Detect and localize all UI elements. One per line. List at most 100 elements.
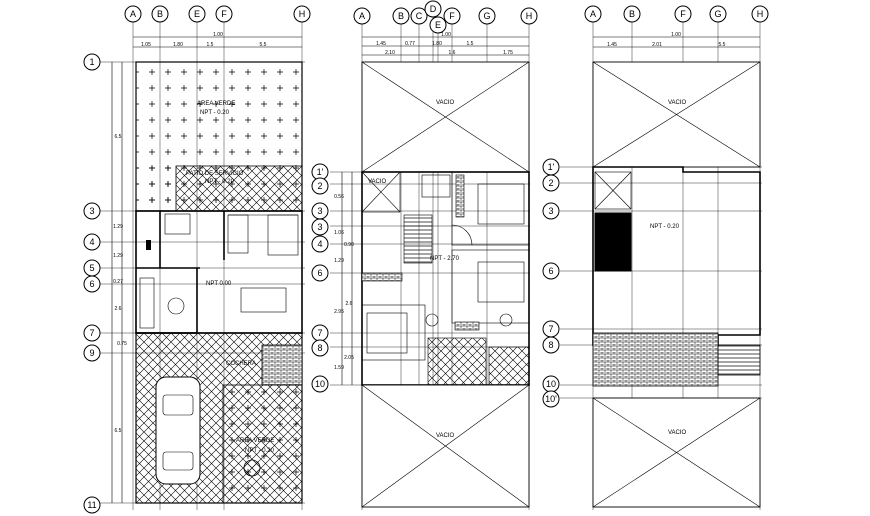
grid-bubble-row: 3 [542, 202, 560, 220]
plan-ground-floor: 1.00 1.05 1.80 1.5 5.5 6.5 1.29 1.29 0.2… [83, 5, 311, 514]
svg-text:7: 7 [89, 328, 94, 338]
grid-bubble-row: 7 [83, 324, 101, 342]
grid-bubble-row: 6 [311, 264, 329, 282]
grid-bubble-row: 4 [311, 235, 329, 253]
grid-bubble-column: G [709, 5, 727, 23]
dim-left: 1.06 [334, 230, 344, 236]
grid-bubble-column: A [124, 5, 142, 23]
dim-segment: 5.5 [260, 42, 267, 48]
dim-left: 2.05 [344, 355, 354, 361]
svg-text:B: B [629, 9, 635, 19]
dim-left: 1.29 [334, 258, 344, 264]
dim-left: 1.29 [113, 253, 123, 259]
svg-text:3: 3 [89, 206, 94, 216]
label-npt-roof: NPT - 0.20 [650, 224, 680, 230]
svg-text:10': 10' [545, 394, 557, 404]
grid-bubble-column: F [674, 5, 692, 23]
skylight [594, 171, 632, 210]
svg-text:G: G [714, 9, 721, 19]
dim-left: 2.6 [115, 306, 122, 312]
grid-bubble-column: F [215, 5, 233, 23]
dim-left: 6.5 [115, 134, 122, 140]
grid-bubble-row: 5 [83, 259, 101, 277]
svg-text:8: 8 [317, 343, 322, 353]
svg-text:F: F [449, 11, 455, 21]
svg-text:6: 6 [548, 266, 553, 276]
tree-icon [243, 459, 261, 477]
grid-bubble-column: G [478, 7, 496, 25]
grid-bubble-row: 9 [83, 344, 101, 362]
label-green-area-top: AREA VERDE [197, 101, 235, 107]
svg-text:H: H [299, 9, 306, 19]
car-icon [155, 376, 201, 485]
svg-text:7: 7 [317, 328, 322, 338]
svg-text:B: B [157, 9, 163, 19]
svg-text:2: 2 [548, 178, 553, 188]
dim-left: 0.90 [344, 242, 354, 248]
svg-text:3: 3 [317, 206, 322, 216]
dim-segment: 1.45 [607, 42, 617, 48]
grid-bubble-column: F [443, 7, 461, 25]
dim-segment: 2.01 [652, 42, 662, 48]
void-small [361, 171, 401, 213]
grid-bubble-row: 8 [542, 336, 560, 354]
svg-text:A: A [359, 11, 365, 21]
grid-bubble-column: A [353, 7, 371, 25]
dim-left: 0.75 [117, 341, 127, 347]
grid-bubble-column: H [293, 5, 311, 23]
grid-bubble-column: C [410, 7, 428, 25]
svg-text:A: A [590, 9, 596, 19]
svg-text:H: H [526, 11, 533, 21]
dim-left: 2.95 [334, 309, 344, 315]
grid-bubble-row: 7 [311, 324, 329, 342]
dim-segment: 1.80 [432, 41, 442, 47]
dim-overall-width: 1.00 [213, 32, 223, 38]
dim-segment: 1.80 [173, 42, 183, 48]
dim-segment: 1.75 [503, 50, 513, 56]
svg-text:10: 10 [546, 379, 556, 389]
dim-left: 0.56 [334, 194, 344, 200]
svg-text:5: 5 [89, 263, 94, 273]
green-area-bottom [222, 384, 303, 504]
label-npt-bottom: NPT - 0.20 [245, 448, 275, 454]
grid-bubble-row: 10 [542, 375, 560, 393]
label-green-area-bottom: AREA VERDE [236, 438, 274, 444]
dim-segment: 1.05 [141, 42, 151, 48]
bedroom-2 [451, 249, 530, 324]
grid-bubble-row: 8 [311, 339, 329, 357]
dim-segment: 1.45 [376, 41, 386, 47]
dim-segment: 5.5 [719, 42, 726, 48]
grid-bubble-column: H [751, 5, 769, 23]
svg-text:1': 1' [548, 162, 555, 172]
label-void-top: VACIO [668, 100, 687, 106]
grid-bubble-row: 1 [83, 53, 101, 71]
label-void-bottom: VACIO [436, 433, 455, 439]
grid-bubble-row: 4 [83, 233, 101, 251]
grid-bubble-row: 10' [542, 390, 560, 408]
grid-bubble-row: 6 [542, 262, 560, 280]
dim-left: 0.27 [113, 279, 123, 285]
svg-text:2: 2 [317, 181, 322, 191]
grid-bubble-column: A [584, 5, 602, 23]
bed-1 [477, 183, 525, 225]
svg-text:6: 6 [89, 279, 94, 289]
staircase [403, 214, 433, 264]
grid-bubble-row: 2 [542, 174, 560, 192]
svg-text:3: 3 [317, 222, 322, 232]
svg-text:9: 9 [89, 348, 94, 358]
svg-text:7: 7 [548, 324, 553, 334]
label-npt-top: NPT - 0.20 [200, 110, 230, 116]
svg-text:G: G [483, 11, 490, 21]
grid-bubble-row: 1' [311, 163, 329, 181]
dim-left: 2.6 [346, 301, 353, 307]
roof-tiles [592, 332, 719, 387]
bathroom [164, 213, 191, 235]
svg-text:3: 3 [548, 206, 553, 216]
grid-bubble-column: B [151, 5, 169, 23]
bed-2 [477, 261, 525, 303]
dim-left: 6.5 [115, 428, 122, 434]
label-void-small: VACIO [368, 179, 387, 185]
svg-text:F: F [680, 9, 686, 19]
svg-text:1: 1 [89, 57, 94, 67]
